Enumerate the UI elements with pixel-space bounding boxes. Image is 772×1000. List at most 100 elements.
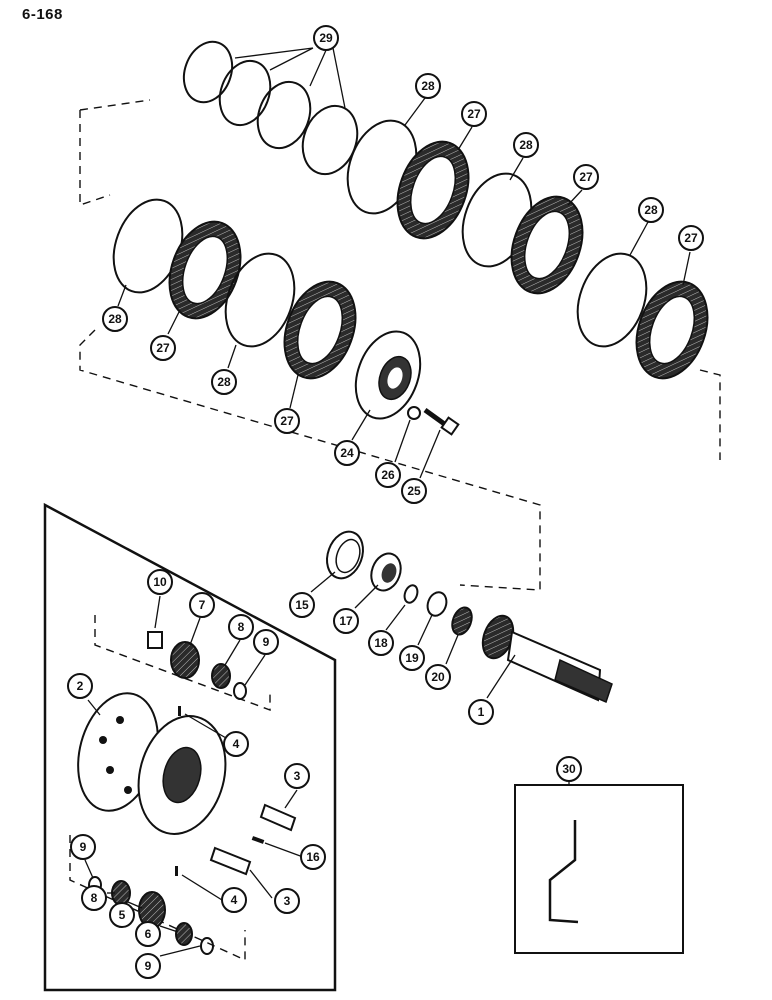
leader-line-7 (189, 617, 201, 646)
callout-5: 5 (109, 902, 135, 928)
svg-text:27: 27 (280, 414, 294, 428)
leader-line-9 (84, 859, 94, 879)
leader-line-28 (117, 284, 127, 307)
svg-text:29: 29 (319, 31, 333, 45)
thrust-washer-9 (200, 937, 214, 955)
leader-line-6 (159, 925, 179, 933)
callout-4: 4 (223, 731, 249, 757)
output-shaft-1 (481, 614, 613, 704)
svg-text:7: 7 (199, 598, 206, 612)
svg-text:2: 2 (77, 679, 84, 693)
leader-line-25 (419, 429, 441, 479)
leader-line-16 (264, 842, 304, 858)
leader-line-27 (457, 126, 473, 151)
friction-disc-27-bore (523, 210, 571, 280)
svg-text:4: 4 (233, 737, 240, 751)
svg-text:28: 28 (421, 79, 435, 93)
svg-text:24: 24 (340, 446, 354, 460)
callout-19: 19 (399, 645, 425, 671)
callout-28: 28 (102, 306, 128, 332)
svg-text:5: 5 (119, 908, 126, 922)
svg-text:28: 28 (108, 312, 122, 326)
callout-28: 28 (513, 132, 539, 158)
callout-1: 1 (468, 699, 494, 725)
callout-20: 20 (425, 664, 451, 690)
special-tool-30 (548, 820, 579, 924)
svg-text:9: 9 (263, 635, 270, 649)
callout-9: 9 (135, 953, 161, 979)
bearing-17 (370, 552, 402, 592)
leader-line-10 (154, 595, 161, 629)
callout-18: 18 (368, 630, 394, 656)
svg-text:3: 3 (294, 769, 301, 783)
leader-line-29 (234, 47, 346, 109)
seal-ring-15 (326, 530, 364, 580)
leader-line-15 (310, 571, 336, 593)
carrier-housing-2 (77, 692, 227, 835)
callout-28: 28 (638, 197, 664, 223)
svg-text:26: 26 (381, 468, 395, 482)
needle-bearing-8 (211, 663, 231, 689)
thrust-washer-19 (426, 591, 448, 617)
svg-text:4: 4 (231, 893, 238, 907)
callout-9: 9 (70, 834, 96, 860)
leader-line-18 (385, 604, 406, 631)
callout-8: 8 (228, 614, 254, 640)
bushing-10 (147, 631, 163, 649)
snap-ring-18 (403, 584, 419, 604)
svg-text:19: 19 (405, 651, 419, 665)
leader-line-28 (629, 221, 649, 256)
callout-10: 10 (147, 569, 173, 595)
leader-line-9 (159, 945, 201, 957)
pinion-gear-7 (170, 641, 200, 679)
callout-27: 27 (274, 408, 300, 434)
svg-text:15: 15 (295, 598, 309, 612)
callout-4: 4 (221, 887, 247, 913)
leader-line-3 (284, 789, 298, 809)
svg-text:28: 28 (519, 138, 533, 152)
callout-27: 27 (461, 101, 487, 127)
svg-text:3: 3 (284, 894, 291, 908)
pin-4 (178, 706, 181, 716)
leader-line-27 (289, 374, 299, 409)
svg-text:18: 18 (374, 636, 388, 650)
svg-text:1: 1 (478, 705, 485, 719)
clutch-pack-group-outline (79, 99, 721, 460)
callout-16: 16 (300, 844, 326, 870)
pinion-shaft-3 (209, 803, 297, 876)
callout-25: 25 (401, 478, 427, 504)
callout-3: 3 (284, 763, 310, 789)
svg-text:28: 28 (644, 203, 658, 217)
leader-line-4 (184, 713, 227, 739)
leader-line-5 (127, 901, 143, 909)
svg-text:8: 8 (238, 620, 245, 634)
callout-24: 24 (334, 440, 360, 466)
leader-line-27 (567, 189, 583, 206)
leader-line-1 (486, 654, 516, 699)
clutch-plates-lower-row (112, 198, 357, 380)
svg-text:27: 27 (684, 231, 698, 245)
friction-disc-27-bore (181, 235, 229, 305)
planetary-carrier-panel (43, 502, 337, 992)
leader-line-19 (417, 614, 433, 646)
leader-line-28 (509, 157, 524, 181)
page-number: 6-168 (22, 6, 63, 23)
steel-plate-29 (301, 104, 359, 176)
needle-bearing-20 (451, 606, 473, 636)
callout-26: 26 (375, 462, 401, 488)
callout-8: 8 (81, 885, 107, 911)
svg-text:16: 16 (306, 850, 320, 864)
clutch-pack-lower-outline (79, 329, 541, 591)
leader-line-4 (181, 874, 223, 901)
callout-28: 28 (415, 73, 441, 99)
svg-text:6: 6 (145, 927, 152, 941)
callout-27: 27 (573, 164, 599, 190)
callout-27: 27 (150, 335, 176, 361)
pin-4 (175, 866, 178, 876)
callout-30: 30 (556, 756, 582, 782)
separator-plate-28 (576, 252, 648, 348)
clutch-hub-24 (354, 330, 422, 420)
svg-text:17: 17 (339, 614, 353, 628)
steel-plate-29 (182, 40, 234, 104)
